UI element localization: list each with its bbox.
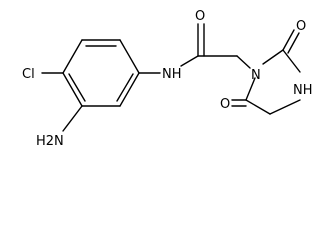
bond-n-c2: [262, 49, 284, 65]
atom-label-nh-amide: NH: [162, 67, 182, 82]
bond-ring-c6-c1: [62, 39, 83, 74]
imidazolidinedione-ring: [245, 49, 301, 115]
atom-label-o-ring-top: O: [296, 19, 306, 34]
molecule-canvas: Cl H2N NH O N O O NH: [22, 9, 313, 149]
atom-label-nh-ring: NH: [293, 83, 313, 98]
bond-nh-ch2: [269, 99, 301, 115]
bond-ch2-n: [236, 55, 251, 69]
bond-c2-o-2: [287, 32, 300, 54]
bond-ring-double-right: [116, 73, 134, 102]
bond-ring-c5-c6: [62, 72, 83, 107]
molecule-structure: Cl H2N NH O N O O NH: [22, 9, 313, 149]
bond-ch2-c5: [245, 99, 271, 115]
bond-c5-n: [245, 77, 256, 101]
bond-c2-nh: [282, 49, 301, 73]
atom-label-o-ring-bottom: O: [220, 97, 230, 112]
bond-ring-c2-c3: [119, 39, 140, 74]
benzene-ring: [62, 39, 140, 107]
atom-label-cl: Cl: [22, 67, 35, 82]
bond-c-nh2: [62, 105, 83, 132]
atom-label-nh2: H2N: [36, 134, 64, 149]
bond-ring-c3-c4: [119, 72, 140, 107]
atom-label-o-amide: O: [195, 9, 205, 24]
bond-ring-double-left: [68, 73, 86, 102]
bond-c2-o-1: [282, 29, 295, 51]
atom-label-n-ring: N: [251, 68, 261, 83]
bond-nh-carbonyl: [180, 55, 199, 67]
